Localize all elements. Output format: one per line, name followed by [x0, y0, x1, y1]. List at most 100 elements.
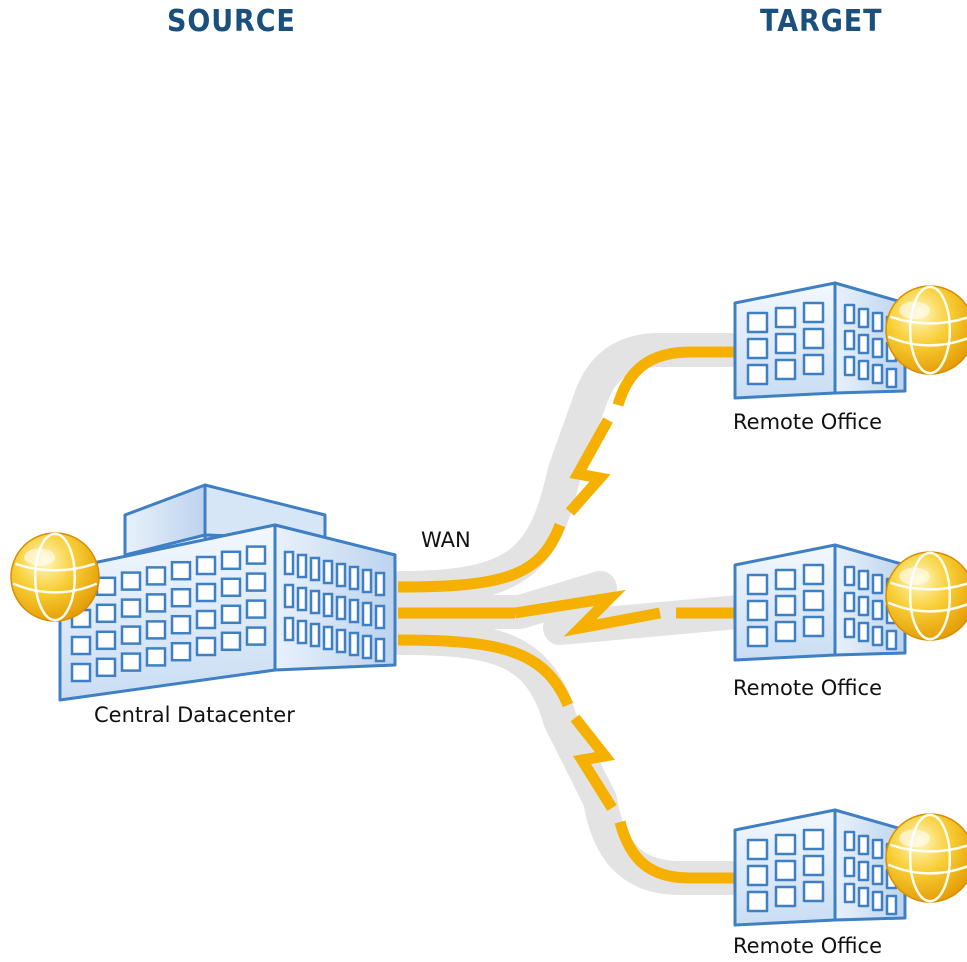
window [774, 885, 797, 908]
window [120, 652, 142, 672]
window [802, 301, 825, 324]
window [774, 833, 797, 856]
window [871, 363, 884, 385]
window [348, 631, 360, 657]
window [283, 550, 295, 576]
wan-label: WAN [421, 528, 471, 552]
window [843, 565, 856, 587]
window [220, 631, 242, 652]
window [885, 894, 898, 916]
window [802, 589, 825, 612]
window [170, 614, 192, 635]
window [374, 571, 386, 597]
window [296, 586, 308, 612]
window [857, 307, 870, 329]
window [746, 890, 769, 913]
window [220, 550, 242, 571]
window [746, 599, 769, 622]
window [746, 363, 769, 386]
window [322, 559, 334, 585]
window [871, 599, 884, 621]
window [843, 355, 856, 377]
window [170, 641, 192, 662]
target-header: TARGET [760, 4, 883, 39]
halo-bottom [383, 621, 755, 895]
remote-office-label-3: Remote Office [733, 934, 882, 958]
window [774, 568, 797, 591]
window [843, 856, 856, 878]
window [857, 621, 870, 643]
window [746, 864, 769, 887]
window [802, 828, 825, 851]
window [283, 583, 295, 609]
window [170, 587, 192, 608]
window [361, 568, 373, 594]
window [857, 569, 870, 591]
window [843, 617, 856, 639]
window [283, 616, 295, 642]
window [335, 562, 347, 588]
window [296, 553, 308, 579]
window [871, 890, 884, 912]
window [145, 593, 167, 613]
window [802, 327, 825, 350]
window [843, 303, 856, 325]
window [296, 619, 308, 645]
window [843, 830, 856, 852]
window [120, 571, 142, 591]
window [857, 834, 870, 856]
window [802, 353, 825, 376]
window [335, 595, 347, 621]
window [871, 337, 884, 359]
window [774, 594, 797, 617]
window [871, 311, 884, 333]
window [885, 367, 898, 389]
window [746, 311, 769, 334]
window [145, 647, 167, 667]
window [220, 604, 242, 625]
link-top-bolt [565, 417, 613, 516]
remote-offices [733, 281, 907, 927]
window [245, 545, 267, 565]
datacenter-windows [70, 545, 386, 683]
window [145, 620, 167, 640]
globe-icon [885, 813, 967, 903]
window [245, 626, 267, 646]
remote-office-building-icon [733, 808, 907, 927]
window [802, 880, 825, 903]
window [95, 657, 117, 678]
window [361, 634, 373, 660]
window [220, 577, 242, 598]
window [871, 838, 884, 860]
globe-icon [885, 285, 967, 375]
window [309, 622, 321, 648]
window [746, 573, 769, 596]
window [309, 556, 321, 582]
halo-top [383, 333, 755, 605]
window [857, 333, 870, 355]
window [322, 625, 334, 651]
window [361, 601, 373, 627]
window [857, 860, 870, 882]
window [348, 598, 360, 624]
link-bottom-bolt [570, 714, 617, 811]
window [802, 563, 825, 586]
window [871, 625, 884, 647]
window [245, 599, 267, 619]
remote-office-label-1: Remote Office [733, 410, 882, 434]
window [245, 572, 267, 592]
remote-office-building-icon [733, 281, 907, 400]
window [843, 882, 856, 904]
window [857, 595, 870, 617]
window [802, 615, 825, 638]
window [843, 329, 856, 351]
window [95, 576, 117, 597]
remote-office-building-icon [733, 543, 907, 662]
window [348, 565, 360, 591]
window [774, 306, 797, 329]
window [871, 864, 884, 886]
window [120, 598, 142, 618]
window [774, 620, 797, 643]
link-top-lower [397, 522, 566, 593]
